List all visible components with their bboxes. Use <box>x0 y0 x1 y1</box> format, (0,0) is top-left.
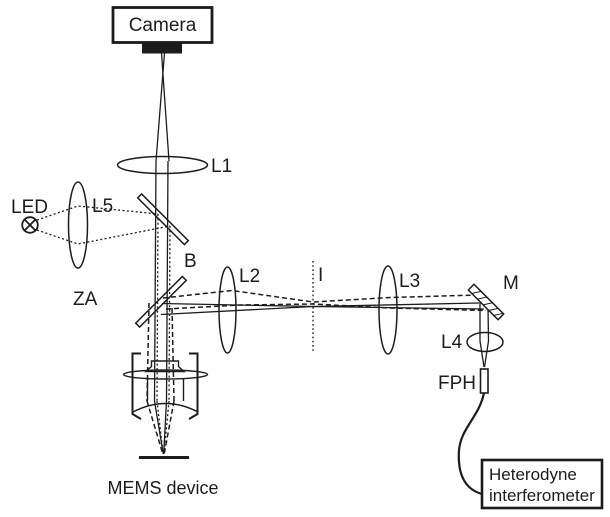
label-i: I <box>318 265 323 286</box>
heterodyne-label-line2: interferometer <box>489 486 595 505</box>
beamsplitter-upper <box>136 192 190 246</box>
camera-mount <box>142 42 182 54</box>
camera-box <box>111 6 214 44</box>
label-mems-device: MEMS device <box>107 478 218 498</box>
led-illumination-rays-dotted <box>36 205 171 454</box>
label-l2: L2 <box>239 266 260 287</box>
label-l3: L3 <box>399 271 420 292</box>
label-l1: L1 <box>211 156 232 177</box>
mirror-down-beam <box>479 301 490 368</box>
lens-l2 <box>218 266 237 354</box>
label-l4: L4 <box>441 332 463 353</box>
heterodyne-interferometer-box <box>480 458 604 510</box>
label-b: B <box>184 251 197 272</box>
mirror-m <box>467 283 505 321</box>
led-symbol-icon <box>21 216 39 234</box>
vertical-beam-solid <box>153 160 169 455</box>
beamsplitter-lower <box>134 275 188 329</box>
label-l5: L5 <box>92 196 113 217</box>
led-label: LED <box>11 197 48 218</box>
objective-lens-assembly <box>122 360 209 413</box>
camera-beam-cone <box>155 52 170 162</box>
optical-fiber-cable <box>457 392 486 496</box>
objective-mount-brackets <box>131 352 199 420</box>
lens-l4 <box>466 331 504 353</box>
label-m: M <box>503 273 519 294</box>
lens-l3 <box>378 265 398 355</box>
fiber-port-fph <box>479 368 489 394</box>
lens-l1 <box>116 155 209 175</box>
horizontal-beam-solid <box>160 302 485 316</box>
camera-label: Camera <box>129 15 197 36</box>
label-fph: FPH <box>438 373 476 394</box>
lens-l5 <box>67 181 89 269</box>
label-za: ZA <box>73 289 98 310</box>
heterodyne-label-line1: Heterodyne <box>489 465 577 484</box>
